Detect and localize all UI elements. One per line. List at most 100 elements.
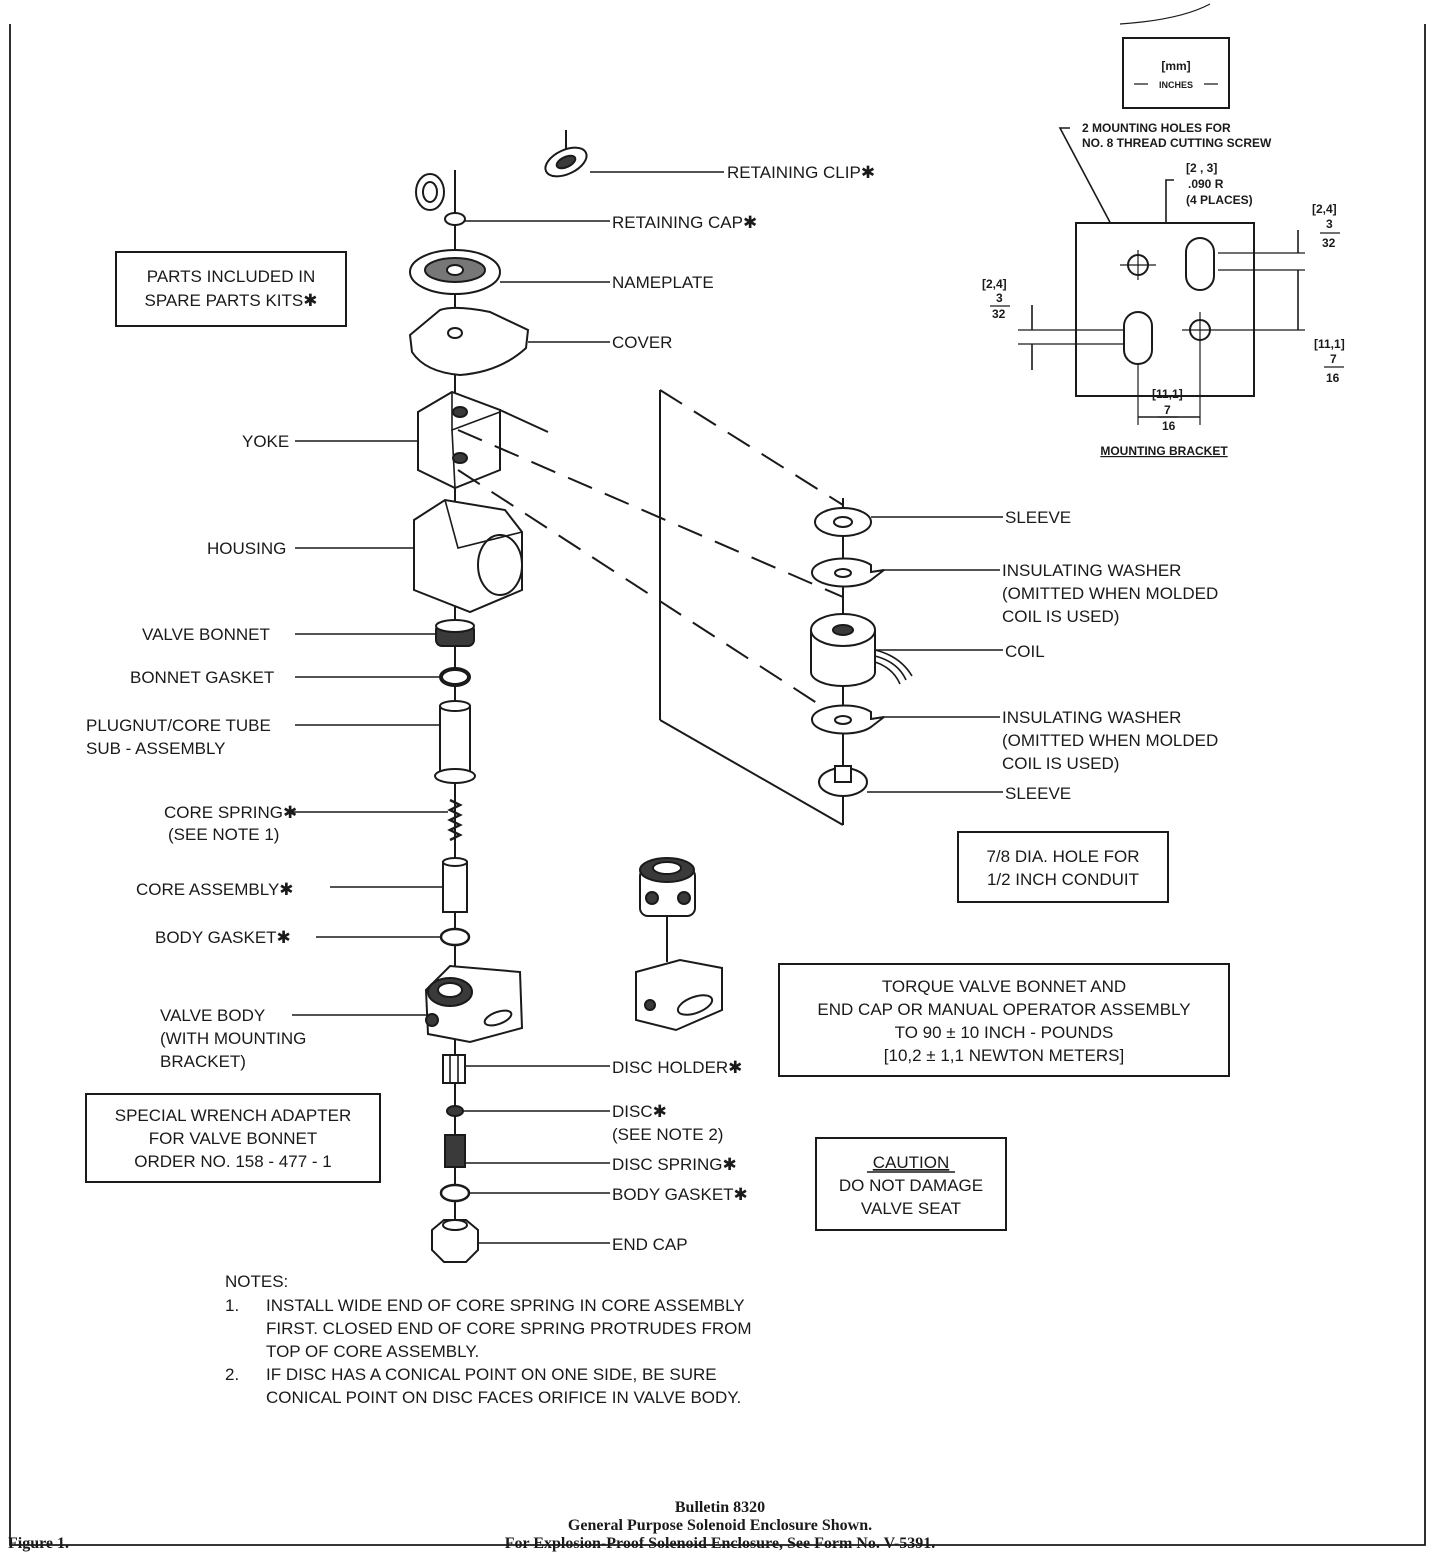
dim-left-num: 3	[996, 291, 1003, 305]
label-core-assembly: CORE ASSEMBLY✱	[136, 880, 294, 899]
valve-bonnet-part	[435, 619, 475, 647]
label-valve-body-1: VALVE BODY	[160, 1006, 265, 1025]
dim-top-right-mm: [2,4]	[1312, 202, 1337, 216]
retaining-cap-part	[415, 173, 610, 226]
disc-holder-part	[442, 1054, 466, 1084]
note-1-line-1: INSTALL WIDE END OF CORE SPRING IN CORE …	[266, 1296, 745, 1315]
wrench-line-1: SPECIAL WRENCH ADAPTER	[115, 1106, 351, 1125]
conduit-line-1: 7/8 DIA. HOLE FOR	[986, 847, 1139, 866]
label-insulating-washer-upper-1: INSULATING WASHER	[1002, 561, 1181, 580]
wrench-line-3: ORDER NO. 158 - 477 - 1	[134, 1152, 331, 1171]
caution-title: CAUTION	[873, 1153, 950, 1172]
label-disc-holder: DISC HOLDER✱	[612, 1058, 742, 1077]
label-core-spring-2: (SEE NOTE 1)	[168, 825, 279, 844]
dim-right-mm: [11,1]	[1314, 337, 1345, 351]
units-inches: INCHES	[1159, 80, 1193, 90]
holes-leader	[1058, 127, 1131, 261]
torque-line-2: END CAP OR MANUAL OPERATOR ASSEMBLY	[817, 1000, 1190, 1019]
label-insulating-washer-lower-2: (OMITTED WHEN MOLDED	[1002, 731, 1218, 750]
label-valve-bonnet: VALVE BONNET	[142, 625, 270, 644]
yoke-part	[417, 390, 501, 490]
label-end-cap: END CAP	[612, 1235, 688, 1254]
disc-part	[446, 1105, 464, 1117]
dim-right-num: 7	[1330, 352, 1337, 366]
page-frame	[9, 24, 1426, 1546]
insulating-washer-upper-part	[811, 557, 885, 588]
figure-label: Figure 1.	[8, 1535, 69, 1552]
label-insulating-washer-upper-3: COIL IS USED)	[1002, 607, 1119, 626]
dim-top-right-num: 3	[1326, 217, 1333, 231]
wrench-line-2: FOR VALVE BONNET	[149, 1129, 317, 1148]
plugnut-core-tube-part	[434, 700, 476, 784]
slot-1	[1185, 237, 1215, 291]
note-1-line-3: TOP OF CORE ASSEMBLY.	[266, 1342, 479, 1361]
label-disc-1: DISC✱	[612, 1102, 667, 1121]
radius-in: .090 R	[1188, 177, 1224, 191]
core-assembly-part	[442, 857, 468, 913]
spare-parts-box	[115, 251, 347, 327]
sleeve-upper-part	[814, 507, 872, 537]
yoke-frame-lower	[659, 719, 844, 826]
label-insulating-washer-upper-2: (OMITTED WHEN MOLDED	[1002, 584, 1218, 603]
dim-bottom-num: 7	[1164, 403, 1171, 417]
torque-line-1: TORQUE VALVE BONNET AND	[882, 977, 1126, 996]
torque-line-4: [10,2 ± 1,1 NEWTON METERS]	[884, 1046, 1124, 1065]
yoke-dashed-line-3	[659, 389, 844, 506]
bracket-plate	[1075, 222, 1255, 397]
caution-line-1: DO NOT DAMAGE	[839, 1176, 983, 1195]
holes-line-2: NO. 8 THREAD CUTTING SCREW	[1082, 136, 1272, 150]
label-sleeve-lower: SLEEVE	[1005, 784, 1071, 803]
sleeve-lower-part	[818, 765, 868, 797]
note-2-line-2: CONICAL POINT ON DISC FACES ORIFICE IN V…	[266, 1388, 741, 1407]
label-plugnut-2: SUB - ASSEMBLY	[86, 739, 226, 758]
label-retaining-clip: RETAINING CLIP✱	[727, 163, 875, 182]
label-body-gasket-upper: BODY GASKET✱	[155, 928, 291, 947]
valve-body-part	[424, 964, 524, 1044]
mounting-bracket-detail: [mm] INCHES 2 MOUNTING HOLES FOR NO. 8 T…	[982, 37, 1345, 458]
end-cap-part	[431, 1219, 479, 1263]
spare-parts-line-2: SPARE PARTS KITS✱	[145, 291, 318, 310]
coil-part	[810, 613, 913, 687]
yoke-line	[499, 409, 549, 433]
footer-bulletin: Bulletin 8320	[675, 1499, 765, 1516]
label-nameplate: NAMEPLATE	[612, 273, 714, 292]
caution-line-2: VALVE SEAT	[861, 1199, 961, 1218]
label-retaining-cap: RETAINING CAP✱	[612, 213, 757, 232]
conduit-note-box	[957, 831, 1169, 903]
manual-operator-cap-part	[639, 857, 696, 962]
spare-parts-line-1: PARTS INCLUDED IN	[147, 267, 315, 286]
manual-operator-bracket-part	[635, 958, 723, 1032]
label-cover: COVER	[612, 333, 672, 352]
yoke-dashed-line-1	[457, 429, 844, 598]
label-disc-2: (SEE NOTE 2)	[612, 1125, 723, 1144]
body-gasket-lower-part	[439, 1183, 471, 1203]
note-1-number: 1.	[225, 1296, 239, 1315]
bonnet-gasket-part	[439, 667, 471, 687]
label-bonnet-gasket: BONNET GASKET	[130, 668, 274, 687]
housing-part	[413, 498, 523, 614]
dim-left-den: 32	[992, 307, 1006, 321]
slot-2	[1123, 311, 1153, 365]
insulating-washer-lower-part	[811, 704, 885, 735]
label-core-spring-1: CORE SPRING✱	[164, 803, 297, 822]
label-coil: COIL	[1005, 642, 1045, 661]
footer-line-3: For Explosion-Proof Solenoid Enclosure, …	[505, 1535, 936, 1552]
label-valve-body-3: BRACKET)	[160, 1052, 246, 1071]
label-insulating-washer-lower-1: INSULATING WASHER	[1002, 708, 1181, 727]
label-plugnut-1: PLUGNUT/CORE TUBE	[86, 716, 271, 735]
conduit-line-2: 1/2 INCH CONDUIT	[987, 870, 1139, 889]
label-valve-body-2: (WITH MOUNTING	[160, 1029, 306, 1048]
note-2-number: 2.	[225, 1365, 239, 1384]
label-yoke: YOKE	[242, 432, 289, 451]
body-gasket-upper-part	[439, 927, 471, 947]
label-insulating-washer-lower-3: COIL IS USED)	[1002, 754, 1119, 773]
note-2-line-1: IF DISC HAS A CONICAL POINT ON ONE SIDE,…	[266, 1365, 717, 1384]
dim-right-den: 16	[1326, 371, 1340, 385]
notes-title: NOTES:	[225, 1272, 288, 1291]
radius-places: (4 PLACES)	[1186, 193, 1253, 207]
holes-line-1: 2 MOUNTING HOLES FOR	[1082, 121, 1231, 135]
dim-top-right-den: 32	[1322, 236, 1336, 250]
page-frame-corner	[1119, 3, 1211, 25]
nameplate-part	[409, 249, 610, 295]
